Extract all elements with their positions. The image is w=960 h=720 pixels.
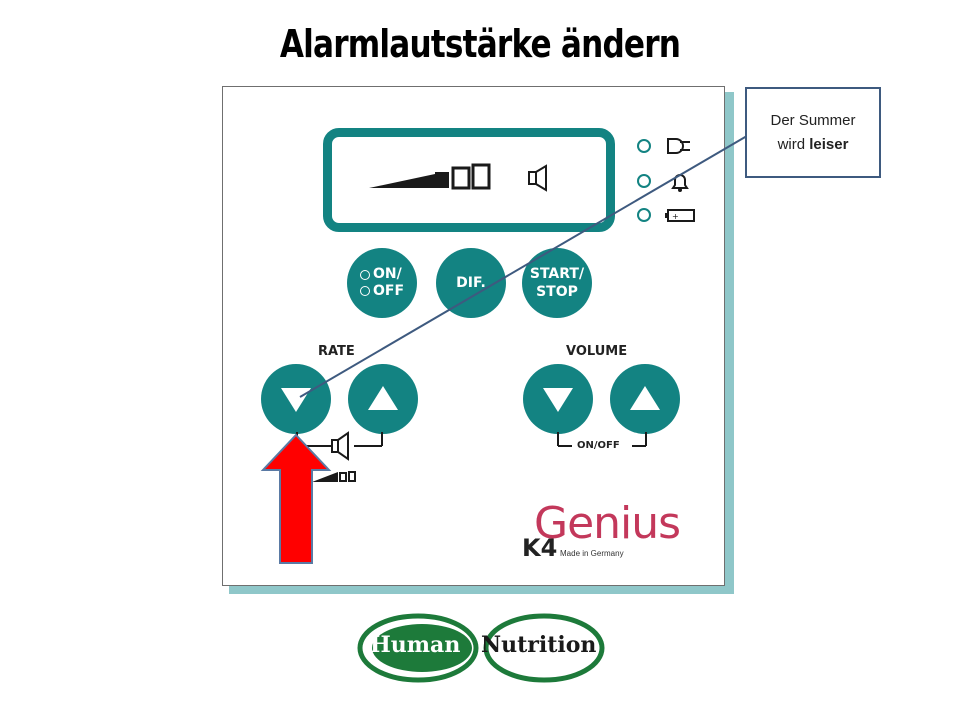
off-indicator-icon bbox=[359, 286, 370, 296]
arrow-up-icon bbox=[630, 386, 660, 410]
rate-down-button[interactable] bbox=[261, 364, 331, 434]
battery-icon: + bbox=[665, 209, 695, 222]
volume-onoff-bracket bbox=[557, 432, 647, 447]
volume-up-button[interactable] bbox=[610, 364, 680, 434]
volume-level-icon bbox=[369, 163, 491, 190]
onoff-bracket-label: ON/OFF bbox=[577, 440, 620, 451]
volume-label: VOLUME bbox=[566, 344, 628, 359]
callout-line-2-prefix: wird bbox=[777, 135, 810, 153]
start-stop-label-1: START/ bbox=[529, 266, 585, 282]
callout-box: Der Summer wird leiser bbox=[745, 87, 881, 178]
rate-label: RATE bbox=[318, 344, 355, 359]
on-off-button[interactable]: ON/ OFF bbox=[347, 248, 417, 318]
rate-up-button[interactable] bbox=[348, 364, 418, 434]
on-off-label-1: ON/ bbox=[372, 266, 402, 282]
arrow-up-icon bbox=[368, 386, 398, 410]
made-in-label: Made in Germany bbox=[560, 549, 624, 558]
brand-model: K4 bbox=[522, 534, 558, 562]
svg-text:+: + bbox=[672, 212, 679, 221]
red-arrow-icon bbox=[260, 433, 332, 564]
logo-text-nutrition: Nutrition bbox=[481, 632, 597, 658]
volume-down-button[interactable] bbox=[523, 364, 593, 434]
plug-icon bbox=[667, 138, 690, 154]
human-nutrition-logo bbox=[357, 613, 605, 683]
power-led bbox=[637, 139, 651, 153]
on-indicator-icon bbox=[359, 270, 370, 280]
callout-line-2-bold: leiser bbox=[809, 135, 849, 153]
callout-line-1: Der Summer bbox=[770, 111, 856, 129]
logo-text-human: Human bbox=[370, 632, 461, 658]
callout-line-2: wird leiser bbox=[778, 133, 849, 157]
brand-name: Genius bbox=[534, 498, 681, 549]
start-stop-label-2: STOP bbox=[536, 284, 578, 300]
arrow-down-icon bbox=[543, 388, 573, 412]
alarm-led bbox=[637, 174, 651, 188]
on-off-label-2: OFF bbox=[372, 283, 405, 299]
page-title: Alarmlautstärke ändern bbox=[279, 22, 681, 66]
speaker-icon bbox=[528, 164, 547, 192]
battery-led bbox=[637, 208, 651, 222]
